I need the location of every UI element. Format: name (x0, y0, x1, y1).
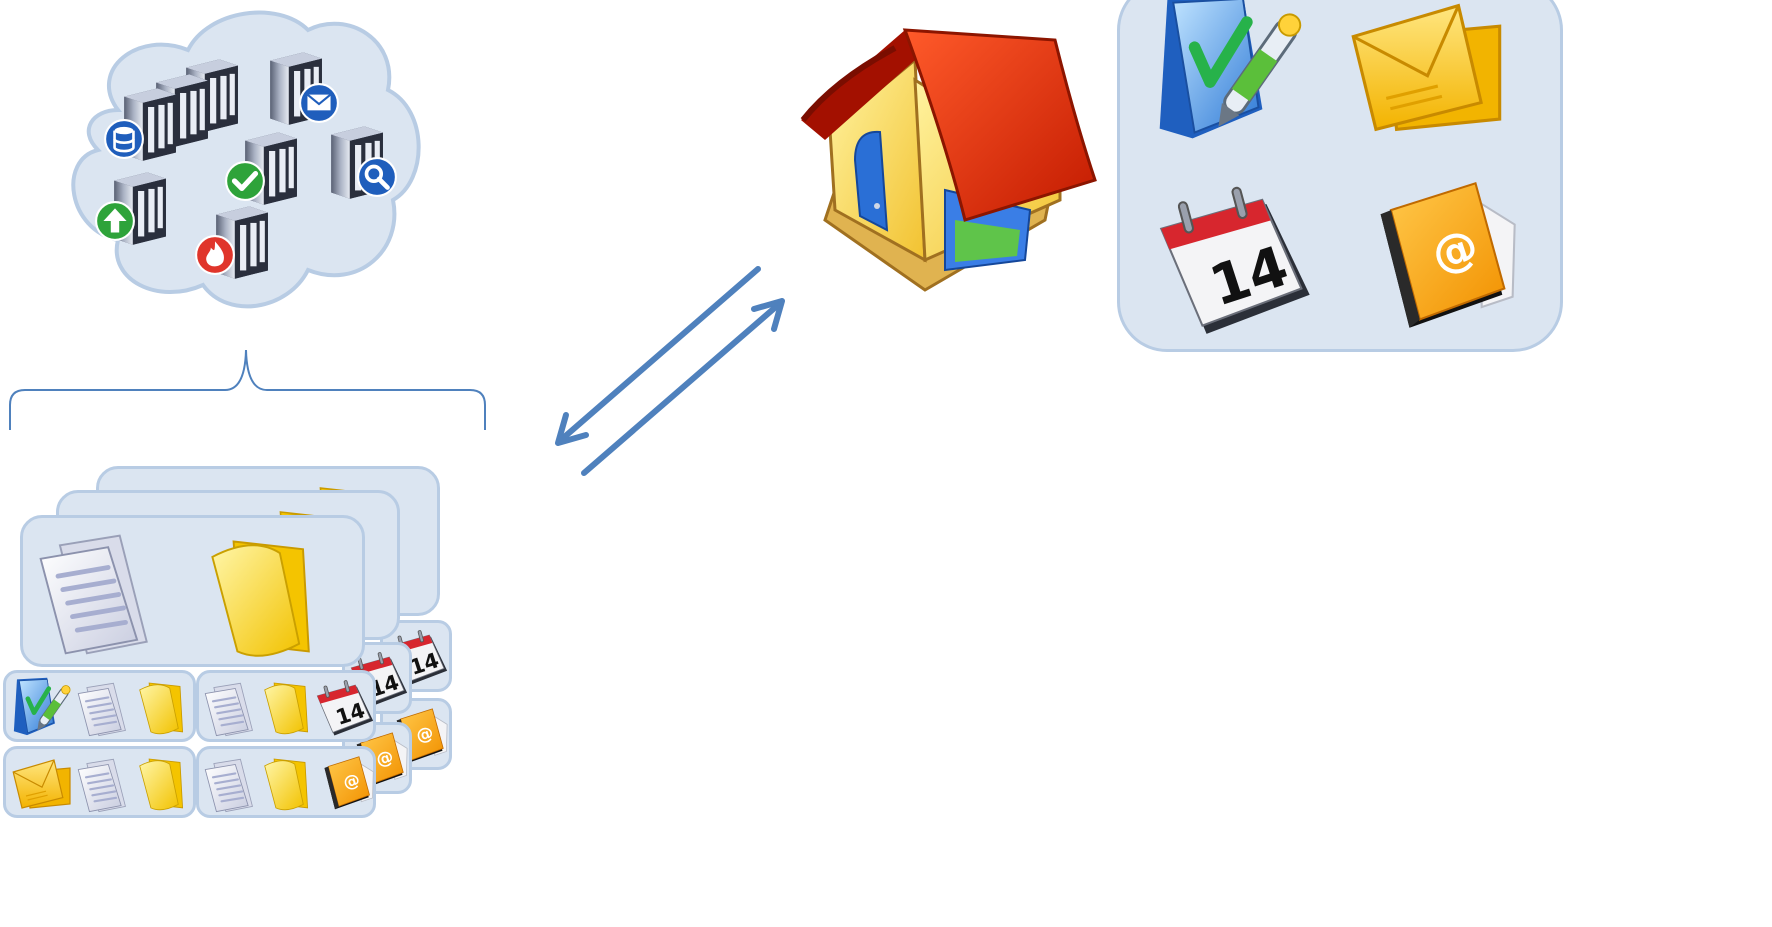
contacts-icon (1360, 173, 1525, 338)
database-icon (103, 118, 145, 160)
search-icon (356, 156, 398, 198)
tasks-icon (10, 677, 72, 739)
mail-icon (1345, 0, 1510, 140)
check-icon (224, 160, 266, 202)
fire-icon (194, 234, 236, 276)
contacts-icon (317, 753, 377, 813)
mail-icon (298, 82, 340, 124)
text-document-icon (74, 755, 134, 815)
calendar-icon (1155, 173, 1320, 338)
arrow-up-right (584, 305, 778, 473)
calendar-docs-tile (196, 670, 376, 742)
contacts-docs-tile (196, 746, 376, 818)
home-apps-panel (1117, 0, 1563, 352)
paper-icon (195, 528, 330, 663)
tasks-icon (1150, 0, 1305, 148)
paper-icon (132, 677, 192, 737)
server-group (0, 0, 440, 320)
document-panel-front (20, 515, 365, 667)
tasks-docs-tile (3, 670, 196, 742)
upload-icon (94, 200, 136, 242)
paper-icon (257, 677, 317, 737)
text-document-icon (201, 679, 261, 739)
arrow-down-left (562, 269, 758, 439)
calendar-icon (315, 675, 377, 737)
mail-docs-tile (3, 746, 196, 818)
paper-icon (257, 753, 317, 813)
mail-icon (10, 755, 74, 813)
house-icon (795, 20, 1105, 300)
text-document-icon (201, 755, 261, 815)
paper-icon (132, 753, 192, 813)
curly-brace (0, 345, 495, 440)
text-document-icon (31, 526, 166, 661)
text-document-icon (74, 679, 134, 739)
sync-arrows (540, 255, 800, 485)
